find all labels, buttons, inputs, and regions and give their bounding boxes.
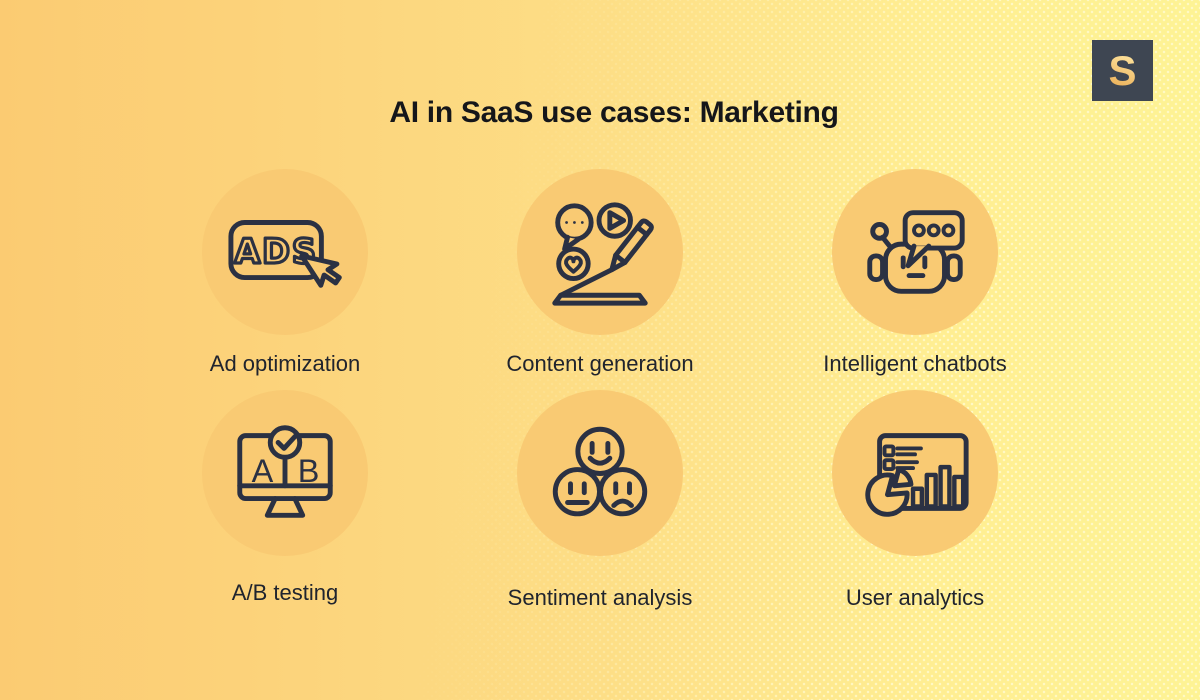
icon-circle: A B (202, 390, 368, 556)
card-ad-optimization: ADS Ad optimization (128, 169, 443, 377)
page-title: AI in SaaS use cases: Marketing (389, 96, 839, 129)
sentiment-faces-icon (552, 426, 648, 517)
icon-circle: ADS (202, 169, 368, 335)
content-creation-icon (552, 202, 654, 306)
icon-circle (832, 169, 998, 335)
card-sentiment-analysis: Sentiment analysis (443, 390, 758, 611)
analytics-dashboard-icon (865, 433, 969, 517)
ab-icon-letter-a: A (252, 453, 274, 489)
ab-icon-letter-b: B (298, 453, 320, 489)
card-intelligent-chatbots: Intelligent chatbots (758, 169, 1073, 377)
card-label: A/B testing (231, 580, 339, 605)
card-label: Ad optimization (209, 351, 361, 376)
card-user-analytics: User analytics (758, 390, 1073, 611)
card-label: Sentiment analysis (507, 585, 693, 610)
use-case-grid: ADS Ad optimization (0, 169, 1200, 610)
brand-logo-letter: S (1108, 46, 1137, 94)
ads-click-icon: ADS (228, 220, 342, 288)
icon-circle (517, 169, 683, 335)
ads-icon-text: ADS (234, 232, 318, 271)
card-label: Intelligent chatbots (823, 351, 1007, 376)
card-label: Content generation (506, 351, 694, 376)
grid-row-2: A B A/B testing (0, 390, 1200, 611)
card-content-generation: Content generation (443, 169, 758, 377)
icon-circle (832, 390, 998, 556)
icon-circle (517, 390, 683, 556)
ab-test-monitor-icon: A B (237, 425, 333, 518)
brand-logo: S (1092, 40, 1153, 101)
card-ab-testing: A B A/B testing (128, 390, 443, 611)
grid-row-1: ADS Ad optimization (0, 169, 1200, 377)
chatbot-icon (867, 210, 965, 294)
card-label: User analytics (845, 585, 985, 610)
